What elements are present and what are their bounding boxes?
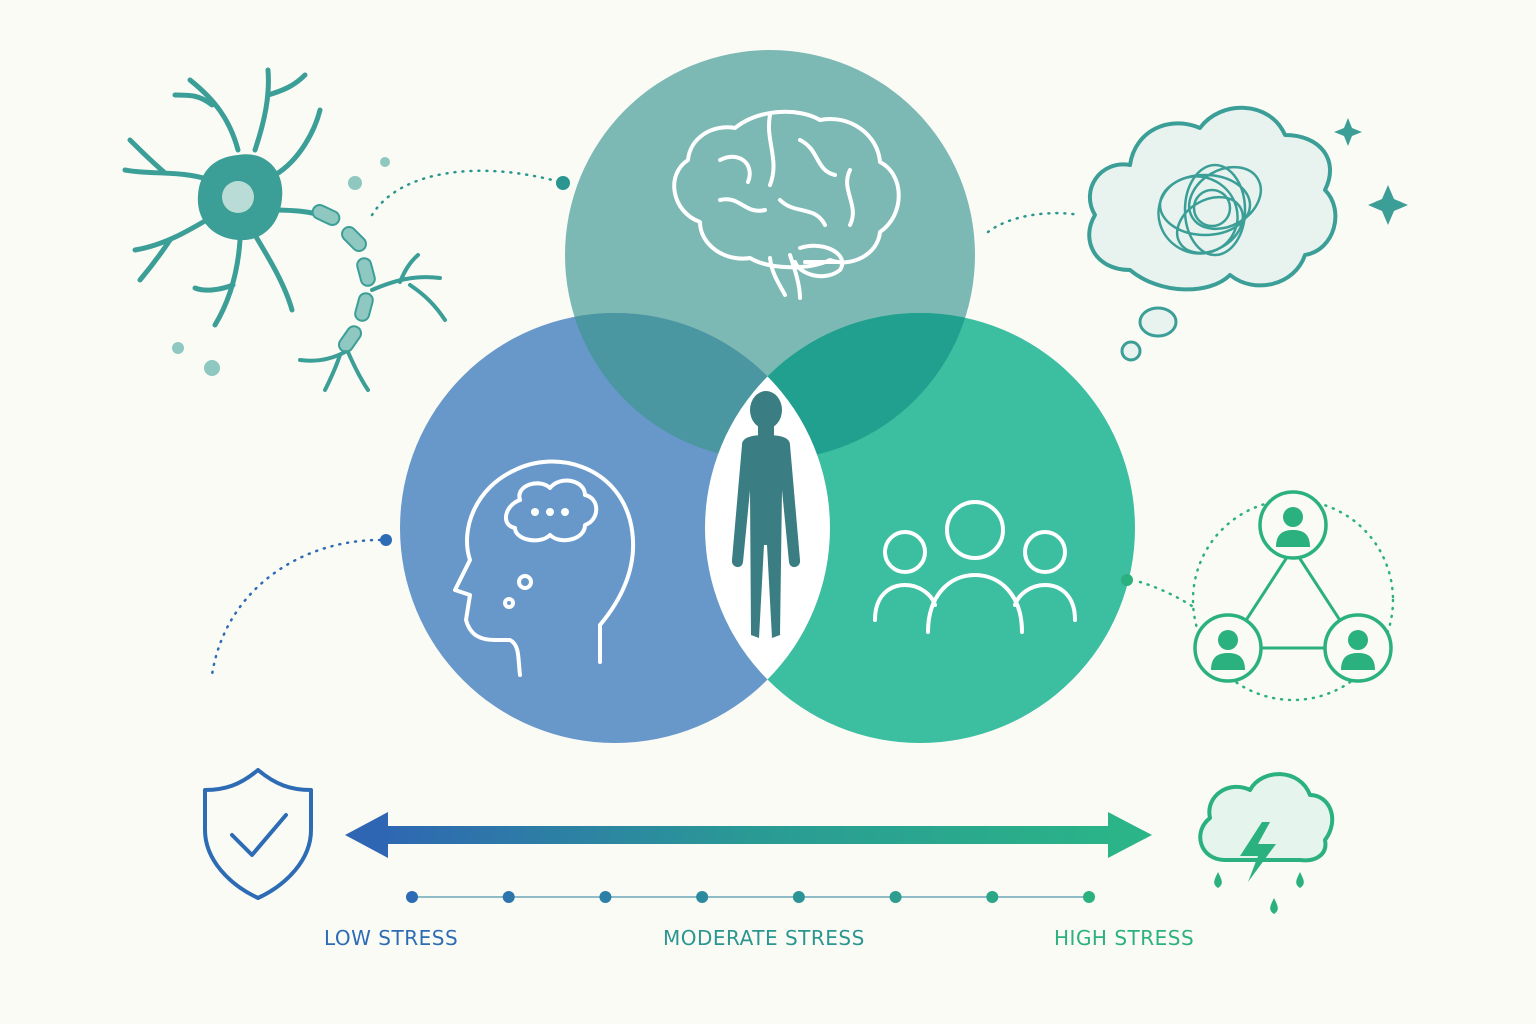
storm-cloud-icon bbox=[1198, 772, 1335, 914]
shield-check-icon bbox=[203, 768, 313, 900]
stress-tick-1 bbox=[406, 891, 418, 903]
neuron-icon bbox=[122, 67, 447, 392]
venn-diagram bbox=[400, 50, 1135, 743]
neuron-particles bbox=[172, 157, 390, 376]
sparkle-icons bbox=[1334, 118, 1408, 225]
stress-tick-3 bbox=[599, 891, 612, 903]
low-stress-label: LOW STRESS bbox=[324, 926, 459, 950]
network-node-left bbox=[1193, 613, 1263, 683]
thinking-head-icon bbox=[453, 459, 636, 677]
lightning-bolt bbox=[1240, 822, 1276, 882]
stress-tick-6 bbox=[889, 891, 902, 903]
connector-cloud bbox=[986, 211, 1082, 234]
high-stress-label: HIGH STRESS bbox=[1054, 926, 1195, 950]
connector-network bbox=[1121, 574, 1197, 610]
stress-tick-8 bbox=[1083, 891, 1095, 903]
person-silhouette-icon bbox=[731, 391, 801, 638]
moderate-stress-label: MODERATE STRESS bbox=[663, 926, 865, 950]
connector-neuron bbox=[370, 169, 570, 217]
stress-tick-2 bbox=[502, 891, 515, 903]
stress-tick-5 bbox=[792, 891, 805, 903]
brain-icon bbox=[672, 109, 901, 300]
axon bbox=[311, 204, 376, 353]
stress-tick-4 bbox=[696, 891, 709, 903]
group-of-people-icon bbox=[873, 500, 1077, 634]
network-node-right bbox=[1323, 613, 1393, 683]
stress-tick-7 bbox=[986, 891, 999, 903]
neuron-nucleus bbox=[222, 181, 254, 213]
rain-drops bbox=[1214, 872, 1304, 914]
network-node-top bbox=[1258, 490, 1328, 560]
social-network-icon bbox=[1191, 490, 1395, 702]
stress-spectrum-arrow bbox=[345, 812, 1152, 858]
connector-psychological bbox=[210, 534, 392, 677]
thought-dots bbox=[531, 508, 569, 516]
stress-tick-track bbox=[406, 891, 1095, 903]
tangled-thought-cloud-icon bbox=[1087, 105, 1338, 362]
